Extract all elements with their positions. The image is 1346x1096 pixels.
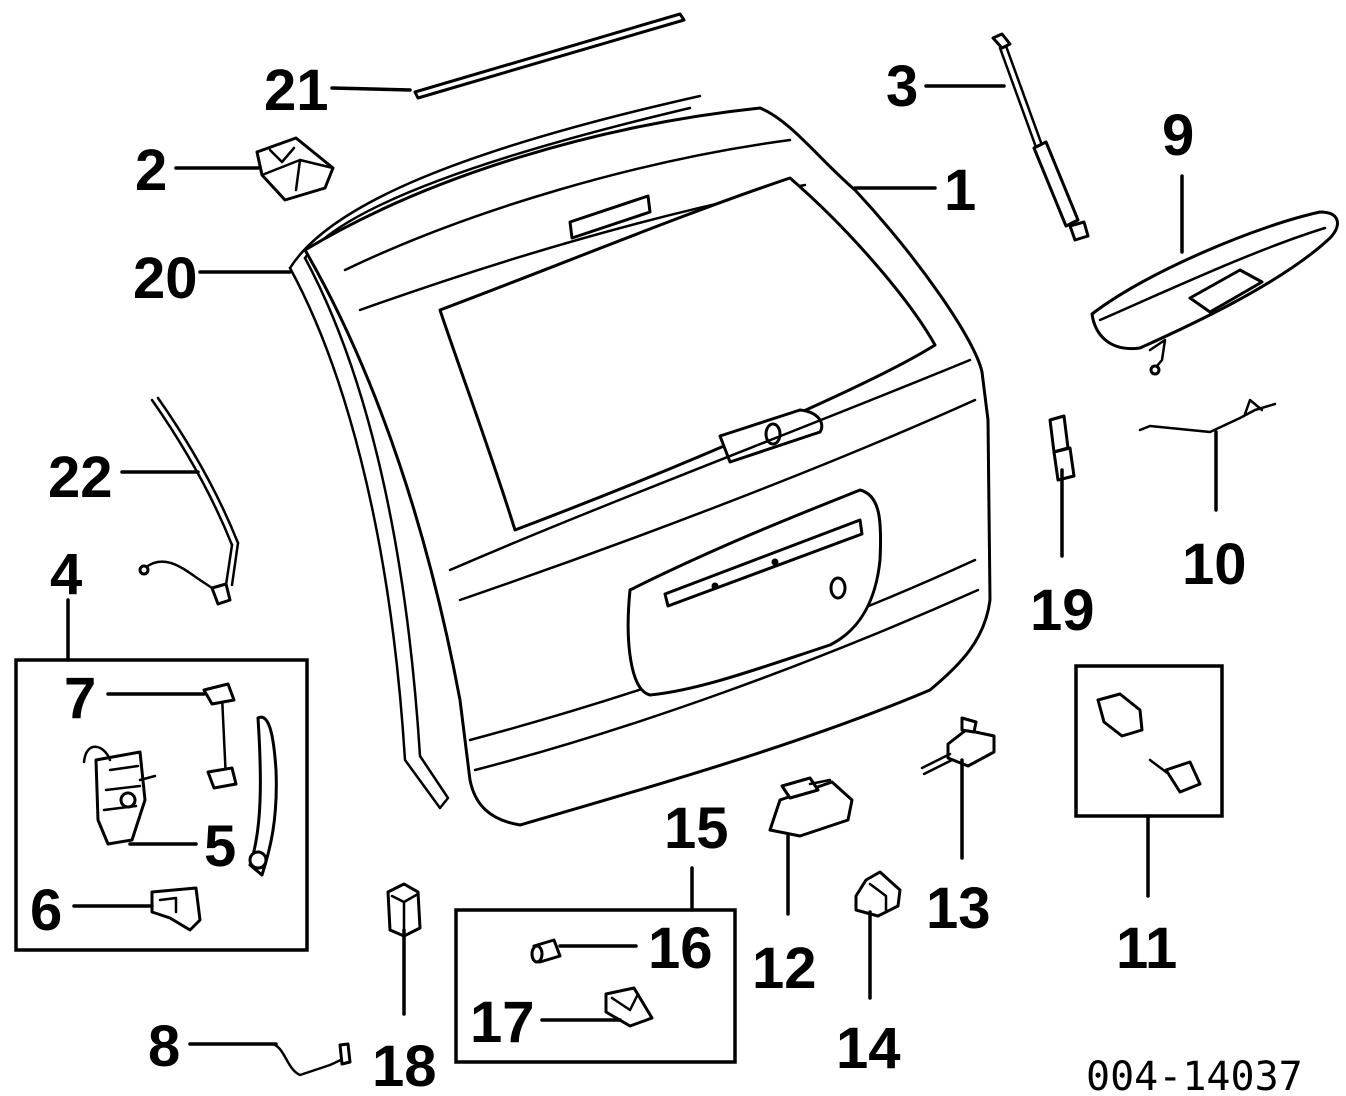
- callout-22: 22: [48, 445, 113, 510]
- callout-13: 13: [926, 876, 991, 941]
- part-8-release-cable: [273, 1042, 352, 1077]
- part-10-wiring-harness: [1138, 398, 1277, 434]
- part-1-liftgate: [303, 106, 992, 827]
- callout-11: 11: [1116, 916, 1177, 981]
- callout-1: 1: [944, 158, 976, 223]
- callout-15: 15: [664, 796, 729, 861]
- part-13-sensor-switch: [920, 716, 996, 776]
- callout-8: 8: [148, 1014, 180, 1079]
- callout-labels: 21 2 3 1 9 20 22 10 19 4 7 5 6 8 18 15 1…: [30, 54, 1247, 1096]
- callout-12: 12: [752, 936, 817, 1001]
- part-17-retainer-clip: [604, 986, 654, 1028]
- callout-16: 16: [648, 916, 713, 981]
- callout-21: 21: [264, 58, 329, 123]
- group-4-box: [14, 658, 309, 952]
- callout-2: 2: [135, 138, 167, 203]
- group-15-box: [454, 908, 737, 1064]
- part-9-spoiler: [1090, 210, 1339, 376]
- part-16-lock-cylinder: [530, 938, 562, 964]
- callout-14: 14: [836, 1016, 901, 1081]
- part-12-lock-actuator: [768, 776, 854, 838]
- part-7-latch-rod: [202, 682, 238, 790]
- figure-code: 004-14037: [1086, 1054, 1303, 1096]
- part-18-switch: [386, 882, 422, 938]
- part-19-bumper: [1048, 414, 1076, 482]
- part-3-gas-strut: [991, 32, 1090, 242]
- group-11-box: [1074, 664, 1224, 818]
- part-5-latch-assembly: [82, 715, 278, 877]
- callout-10: 10: [1182, 532, 1247, 597]
- callout-7: 7: [64, 666, 96, 731]
- leader-lines: [66, 84, 1218, 1046]
- callout-3: 3: [886, 54, 918, 119]
- callout-9: 9: [1162, 103, 1194, 168]
- callout-5: 5: [204, 814, 236, 879]
- part-11-lock-and-key: [1096, 692, 1202, 794]
- callout-18: 18: [372, 1034, 437, 1096]
- part-21-roof-molding: [413, 12, 686, 100]
- part-14-striker: [854, 870, 902, 918]
- callout-17: 17: [470, 990, 535, 1055]
- part-2-bumper-stop: [255, 136, 335, 202]
- part-22-washer-hose: [138, 396, 240, 606]
- callout-19: 19: [1030, 578, 1095, 643]
- callout-4: 4: [50, 542, 82, 607]
- part-6-latch-bracket: [150, 886, 202, 932]
- callout-6: 6: [30, 878, 62, 943]
- callout-20: 20: [133, 246, 198, 311]
